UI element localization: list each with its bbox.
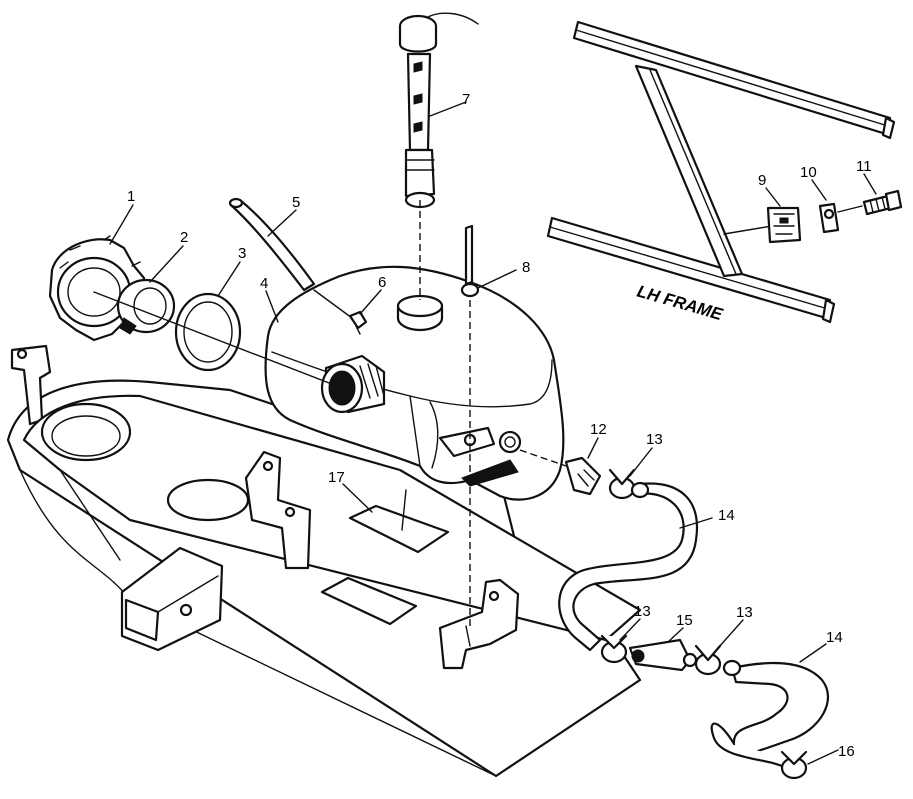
- lh-frame-label: LH FRAME: [635, 282, 725, 325]
- callout-13-top: 13: [646, 431, 663, 448]
- callout-10: 10: [800, 164, 817, 181]
- callout-2: 2: [180, 229, 188, 246]
- fuel-tank-part-4: [264, 265, 565, 501]
- fuel-sender-part-8: [460, 224, 480, 298]
- callout-16: 16: [838, 743, 855, 760]
- callout-11: 11: [856, 158, 872, 175]
- callout-6: 6: [378, 274, 386, 291]
- hose-clamp-part-13-right: [694, 644, 722, 676]
- bracket-part-10: [818, 202, 840, 234]
- assembly-lines: [93, 200, 567, 630]
- fuel-gauge-part-7: [398, 12, 479, 209]
- callout-4: 4: [260, 275, 268, 292]
- callout-17: 17: [328, 469, 345, 486]
- gasket-part-3: [174, 292, 242, 372]
- callout-3: 3: [238, 245, 246, 262]
- hose-clamp-part-13-left: [600, 634, 628, 664]
- callout-7: 7: [462, 91, 470, 108]
- bolt-part-11: [862, 189, 903, 216]
- callout-1: 1: [127, 188, 135, 205]
- cap-seal-part-2: [116, 278, 176, 335]
- callout-14-upper: 14: [718, 507, 735, 524]
- callout-14-lower: 14: [826, 629, 843, 646]
- fuel-hose-part-14-lower: [710, 659, 829, 770]
- fuel-hose-part-14-upper: [558, 481, 699, 652]
- callout-13-left: 13: [634, 603, 651, 620]
- decal-part-17: [348, 504, 450, 554]
- lh-frame: [546, 20, 896, 324]
- vent-hose-part-5: [228, 197, 316, 292]
- callout-9: 9: [758, 172, 766, 189]
- fitting-part-12: [564, 456, 602, 496]
- callout-8: 8: [522, 259, 530, 276]
- hose-clamp-part-16: [780, 750, 808, 780]
- leader-lines: [109, 101, 877, 765]
- callout-15: 15: [676, 612, 693, 629]
- callout-12: 12: [590, 421, 607, 438]
- fuel-filter-part-15: [628, 638, 698, 672]
- callout-5: 5: [292, 194, 300, 211]
- clamp-part-9: [766, 206, 802, 244]
- callout-13-right: 13: [736, 604, 753, 621]
- vent-fitting-part-6: [348, 310, 368, 335]
- hose-clamp-part-13-top: [608, 468, 636, 500]
